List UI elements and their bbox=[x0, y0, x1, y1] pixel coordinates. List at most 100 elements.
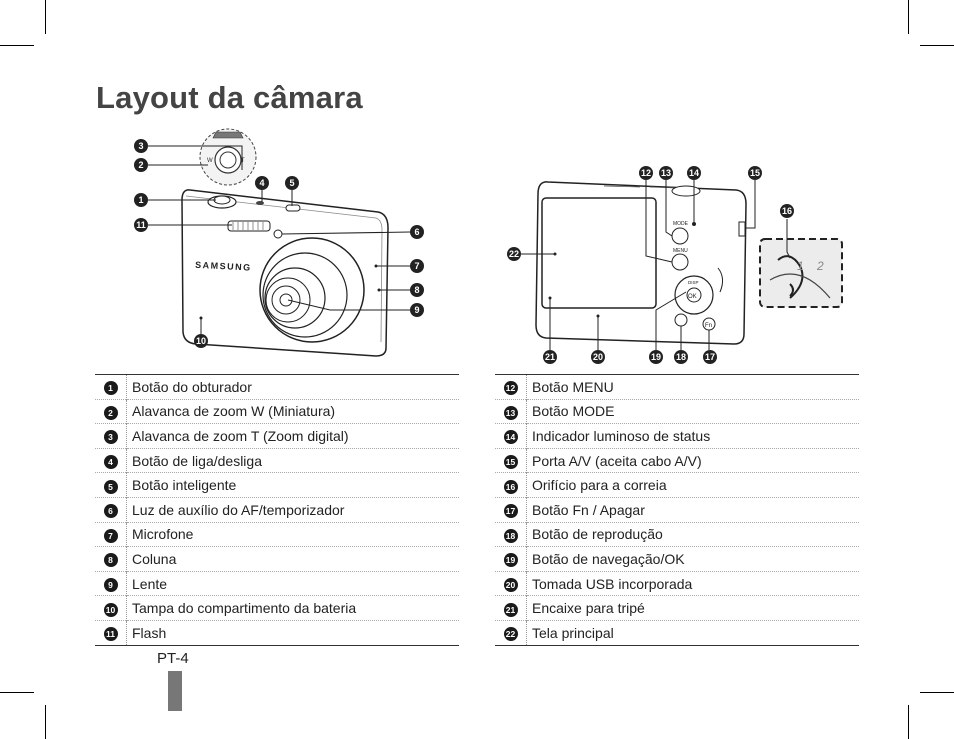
callout-22: 22 bbox=[507, 247, 521, 261]
row-number-cell: 2 bbox=[95, 398, 127, 424]
part-label: Botão MODE bbox=[526, 398, 859, 424]
callout-number: 10 bbox=[196, 336, 206, 346]
part-label: Alavanca de zoom W (Miniatura) bbox=[126, 398, 459, 424]
callout-number: 3 bbox=[138, 141, 143, 151]
callout-11: 11 bbox=[134, 218, 148, 232]
row-number-cell: 4 bbox=[95, 447, 127, 473]
table-row: 12 Botão MENU bbox=[495, 374, 859, 400]
part-label: Botão inteligente bbox=[126, 472, 459, 498]
part-label: Botão de reprodução bbox=[526, 521, 859, 547]
svg-text:T: T bbox=[241, 158, 245, 164]
table-row: 14 Indicador luminoso de status bbox=[495, 423, 859, 449]
callout-number: 12 bbox=[641, 168, 651, 178]
part-label: Lente bbox=[126, 570, 459, 596]
number-badge: 13 bbox=[503, 405, 518, 420]
callout-number: 22 bbox=[509, 249, 519, 259]
crop-mark bbox=[908, 0, 909, 34]
number-badge: 8 bbox=[103, 553, 118, 568]
callout-6: 6 bbox=[410, 225, 424, 239]
camera-brand-text: SAMSUNG bbox=[195, 260, 252, 273]
number-badge: 6 bbox=[103, 504, 118, 519]
callout-number: 16 bbox=[782, 206, 792, 216]
callout-number: 4 bbox=[259, 178, 264, 188]
page-title: Layout da câmara bbox=[96, 80, 363, 115]
number-badge: 12 bbox=[503, 381, 518, 396]
table-row: 22 Tela principal bbox=[495, 619, 859, 646]
row-number-cell: 13 bbox=[495, 398, 527, 424]
callout-number: 1 bbox=[138, 195, 143, 205]
callout-21: 21 bbox=[543, 350, 557, 364]
menu-label: MENU bbox=[673, 248, 688, 254]
row-number-cell: 7 bbox=[95, 521, 127, 547]
part-label: Tampa do compartimento da bateria bbox=[126, 595, 459, 621]
callout-number: 14 bbox=[689, 168, 699, 178]
page-number: PT-4 bbox=[157, 650, 189, 667]
crop-mark bbox=[45, 0, 46, 34]
part-label: Botão MENU bbox=[532, 378, 614, 395]
callout-number: 13 bbox=[661, 168, 671, 178]
row-number-cell: 1 bbox=[95, 374, 127, 400]
back-camera-body bbox=[535, 181, 747, 345]
number-badge: 20 bbox=[503, 578, 518, 593]
callout-number: 20 bbox=[593, 352, 603, 362]
part-label: Encaixe para tripé bbox=[526, 595, 859, 621]
number-badge: 19 bbox=[503, 553, 518, 568]
row-number-cell: 12 bbox=[495, 374, 527, 400]
callout-15: 15 bbox=[748, 166, 762, 180]
row-number-cell: 3 bbox=[95, 423, 127, 449]
table-row: 13 Botão MODE bbox=[495, 398, 859, 424]
part-label: Tela principal bbox=[526, 619, 859, 646]
callout-7: 7 bbox=[410, 259, 424, 273]
callout-5: 5 bbox=[285, 176, 299, 190]
callout-number: 11 bbox=[136, 220, 146, 230]
number-badge: 9 bbox=[103, 578, 118, 593]
back-camera-illustration: MODE MENU OK DISP Fn 1 2 bbox=[521, 180, 843, 350]
part-label: Orifício para a correia bbox=[526, 472, 859, 498]
number-badge: 22 bbox=[503, 627, 518, 642]
part-label: Tomada USB incorporada bbox=[526, 570, 859, 596]
callout-number: 15 bbox=[750, 168, 760, 178]
number-badge: 1 bbox=[103, 381, 118, 396]
part-label: Botão Fn / Apagar bbox=[526, 496, 859, 523]
callout-12: 12 bbox=[639, 166, 653, 180]
row-number-cell: 11 bbox=[95, 619, 127, 646]
part-label: Indicador luminoso de status bbox=[526, 423, 859, 449]
crop-mark bbox=[0, 45, 34, 46]
row-number-cell: 16 bbox=[495, 472, 527, 498]
table-row: 9 Lente bbox=[95, 570, 459, 596]
row-number-cell: 6 bbox=[95, 496, 127, 523]
row-number-cell: 21 bbox=[495, 595, 527, 621]
row-number-cell: 17 bbox=[495, 496, 527, 523]
callout-number: 17 bbox=[705, 352, 715, 362]
callout-number: 5 bbox=[289, 178, 294, 188]
row-number-cell: 10 bbox=[95, 595, 127, 621]
strap-step-1: 1 bbox=[797, 259, 804, 273]
number-badge: 15 bbox=[503, 455, 518, 470]
callout-4: 4 bbox=[255, 176, 269, 190]
number-badge: 10 bbox=[103, 602, 118, 617]
parts-table-right: 12 Botão MENU 13 Botão MODE 14 Indicador lumi… bbox=[495, 374, 859, 646]
table-row: 20 Tomada USB incorporada bbox=[495, 570, 859, 596]
ok-label: OK bbox=[688, 294, 697, 300]
number-badge: 14 bbox=[503, 430, 518, 445]
callout-number: 9 bbox=[414, 305, 419, 315]
number-badge: 11 bbox=[103, 627, 118, 642]
crop-mark bbox=[45, 705, 46, 739]
number-badge: 7 bbox=[103, 528, 118, 543]
callout-18: 18 bbox=[674, 350, 688, 364]
crop-mark bbox=[0, 692, 34, 693]
part-label: Alavanca de zoom T (Zoom digital) bbox=[126, 423, 459, 449]
front-camera-body bbox=[181, 189, 389, 357]
row-number-cell: 20 bbox=[495, 570, 527, 596]
part-label: Microfone bbox=[126, 521, 459, 547]
part-label: Botão de navegação/OK bbox=[526, 546, 859, 572]
